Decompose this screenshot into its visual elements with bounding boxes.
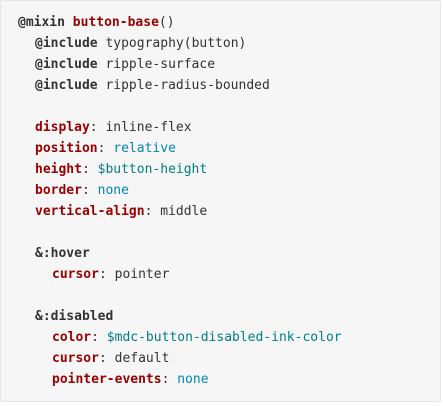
code-token: $mdc-button-disabled-ink-color — [106, 330, 342, 345]
code-line — [1, 96, 440, 117]
code-token: ripple-radius-bounded — [105, 78, 270, 93]
code-token: : — [89, 120, 106, 135]
code-token: @include — [35, 57, 98, 72]
code-line: @include ripple-surface — [1, 54, 440, 75]
code-token: none — [177, 372, 209, 387]
code-token: pointer — [114, 267, 170, 282]
code-token: : — [144, 204, 161, 219]
code-token: @include — [35, 36, 98, 51]
code-token: @mixin — [18, 15, 65, 30]
code-line: color: $mdc-button-disabled-ink-color — [1, 327, 440, 348]
code-token: ripple-surface — [105, 57, 216, 72]
code-token: height — [35, 162, 82, 177]
code-token: middle — [160, 204, 208, 219]
code-token: typography — [105, 36, 184, 51]
code-line: height: $button-height — [1, 159, 440, 180]
code-line: @mixin button-base() — [1, 12, 440, 33]
code-line: &:disabled — [1, 306, 440, 327]
code-token: none — [97, 183, 129, 198]
code-token: () — [158, 15, 175, 30]
code-line: vertical-align: middle — [1, 201, 440, 222]
code-line: display: inline-flex — [1, 117, 440, 138]
code-line: cursor: pointer — [1, 264, 440, 285]
code-token: display — [35, 120, 90, 135]
code-line: position: relative — [1, 138, 440, 159]
code-token: position — [35, 141, 98, 156]
code-line — [1, 222, 440, 243]
code-token: @include — [35, 78, 98, 93]
code-token: vertical-align — [35, 204, 145, 219]
code-token: inline-flex — [105, 120, 192, 135]
code-token: cursor — [52, 351, 99, 366]
code-token: : — [161, 372, 178, 387]
code-token: default — [114, 351, 170, 366]
code-line: border: none — [1, 180, 440, 201]
code-token: color — [52, 330, 92, 345]
code-line: @include ripple-radius-bounded — [1, 75, 440, 96]
code-token: &:hover — [35, 246, 90, 261]
code-token — [65, 15, 73, 30]
code-token: : — [98, 267, 115, 282]
code-token: &:disabled — [35, 309, 114, 324]
code-line: cursor: default — [1, 348, 440, 369]
code-token: cursor — [52, 267, 99, 282]
code-line — [1, 285, 440, 306]
code-token: : — [97, 141, 114, 156]
code-token: ) — [238, 36, 247, 51]
code-token: $button-height — [97, 162, 208, 177]
code-line: &:hover — [1, 243, 440, 264]
code-token: button — [191, 36, 239, 51]
code-token: button-base — [72, 15, 159, 30]
code-token: : — [91, 330, 107, 345]
code-line: pointer-events: none — [1, 369, 440, 390]
code-token: border — [35, 183, 82, 198]
code-token: pointer-events — [52, 372, 162, 387]
code-token: relative — [113, 141, 176, 156]
code-token: : — [98, 351, 115, 366]
code-line: @include typography(button) — [1, 33, 440, 54]
code-token: : — [81, 162, 98, 177]
code-token: : — [81, 183, 98, 198]
code-token: ( — [183, 36, 192, 51]
